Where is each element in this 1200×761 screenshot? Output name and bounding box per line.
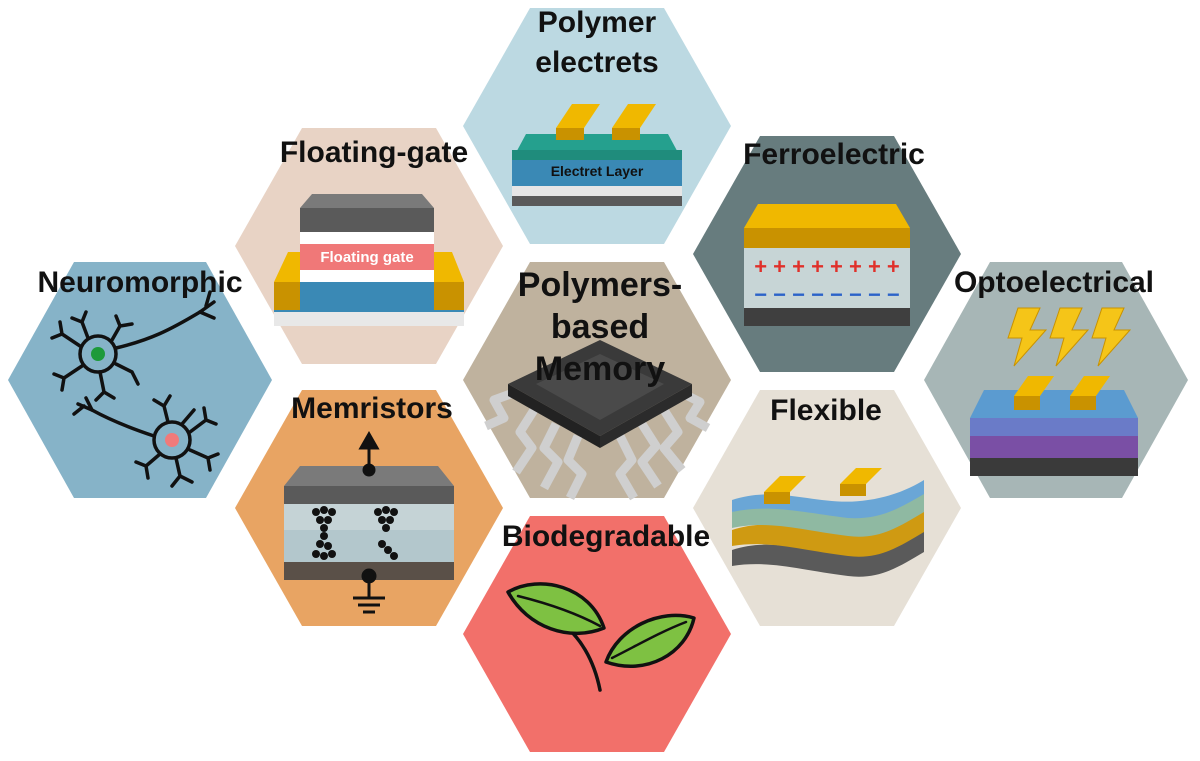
neuron-nucleus-pink	[165, 433, 179, 447]
title-biodegradable: Biodegradable	[502, 520, 710, 553]
conductive-filament-particles	[312, 506, 398, 560]
hex-polymer-electrets	[463, 8, 731, 244]
center-title-line2: based	[551, 308, 649, 346]
neuron-nucleus-green	[91, 347, 105, 361]
lightning-bolt-icon	[1007, 307, 1132, 367]
ground-symbol-icon	[353, 568, 385, 614]
arrow-up-icon	[358, 430, 380, 477]
flexible-device-illustration	[732, 468, 924, 577]
title-flexible: Flexible	[770, 394, 882, 427]
title-ferroelectric: Ferroelectric	[743, 138, 925, 171]
center-title-line1: Polymers-	[518, 266, 682, 304]
title-polymer-electrets-line1: Polymer	[538, 6, 657, 39]
title-polymer-electrets-line2: electrets	[535, 46, 658, 79]
center-title-line3: Memory	[535, 350, 665, 388]
optoelectrical-device-illustration	[970, 376, 1138, 476]
hex-neuromorphic	[8, 262, 272, 498]
title-optoelectrical: Optoelectrical	[954, 266, 1154, 299]
ferroelectric-device-illustration	[744, 204, 910, 326]
leaf-icon	[506, 582, 696, 692]
electret-device-illustration	[512, 104, 682, 206]
hex-biodegradable	[463, 516, 731, 752]
floating-gate-layer-label: Floating gate	[320, 249, 413, 266]
ferroelectric-minus-charges: − − − − − − − −	[754, 282, 900, 307]
memristor-device-illustration	[284, 466, 454, 580]
electret-layer-label: Electret Layer	[551, 163, 644, 179]
title-floating-gate: Floating-gate	[280, 136, 468, 169]
ferroelectric-plus-charges: + + + + + + + +	[754, 254, 900, 279]
title-neuromorphic: Neuromorphic	[37, 266, 242, 299]
floating-gate-device-illustration	[274, 194, 464, 326]
microchip-icon	[484, 340, 711, 501]
title-memristors: Memristors	[291, 392, 453, 425]
